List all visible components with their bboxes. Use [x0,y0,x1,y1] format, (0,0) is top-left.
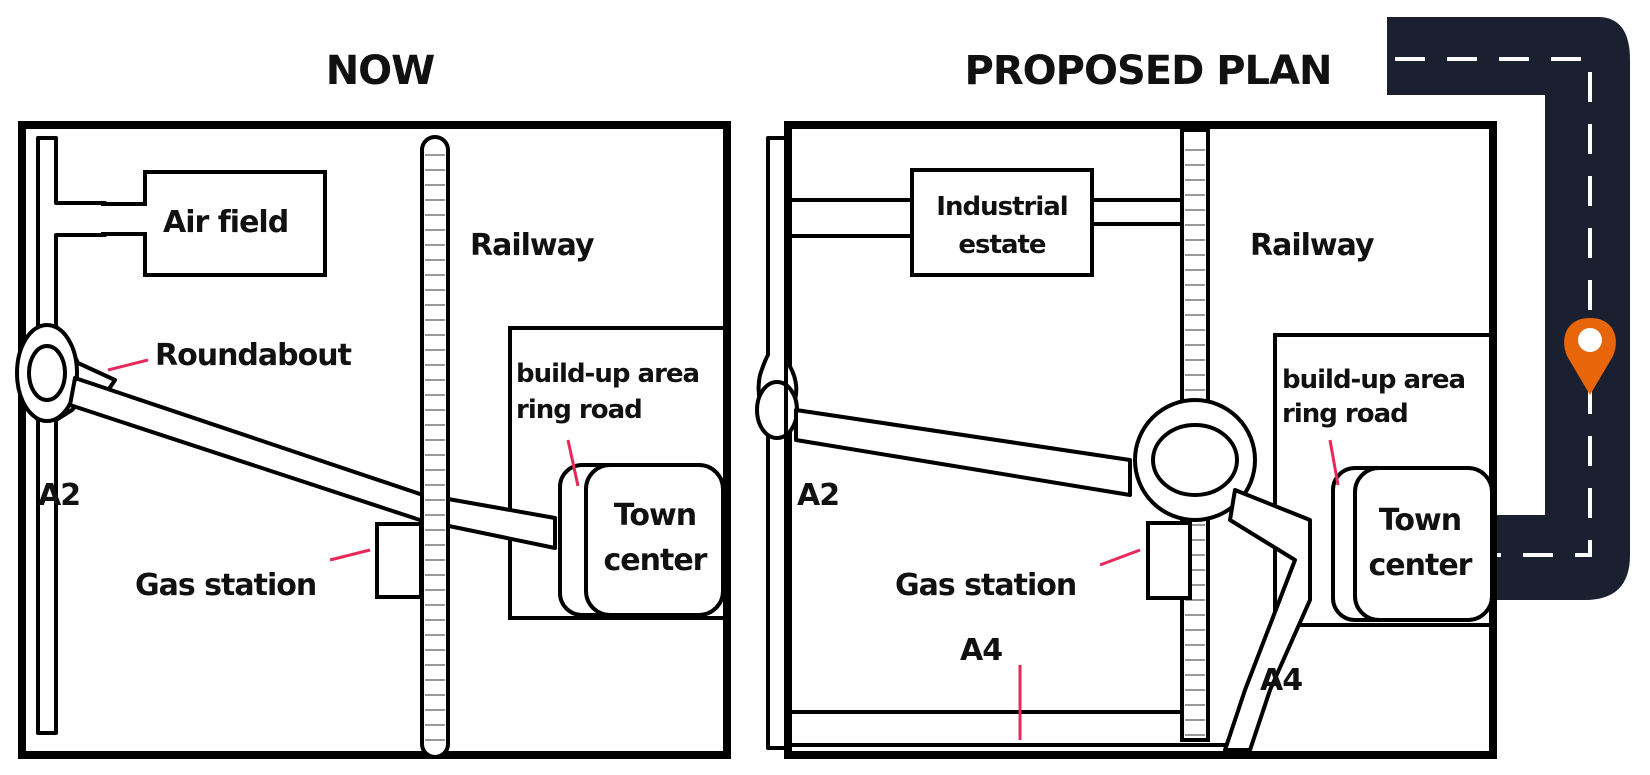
proposed-label-town-2: center [1369,548,1473,583]
proposed-gas-station [1146,521,1192,600]
proposed-label-town-1: Town [1379,503,1461,538]
now-railway-ties [425,154,445,741]
proposed-label-a4-left: A4 [960,633,1002,668]
decorative-road [1387,17,1630,600]
proposed-label-builtup-1: build-up area [1282,365,1465,395]
proposed-town-center [1353,466,1494,622]
now-town-center [584,463,725,617]
now-label-roundabout: Roundabout [155,338,352,373]
proposed-label-builtup-2: ring road [1282,399,1408,429]
now-label-gas-station: Gas station [135,568,316,603]
now-gas-station [375,522,423,599]
now-builtup-area [508,326,729,620]
now-map: Air field Railway Roundabout build-up ar… [15,121,731,759]
proposed-label-industrial-2: estate [958,230,1046,260]
now-railway [420,135,450,759]
proposed-title: PROPOSED PLAN [965,48,1332,94]
now-label-town-2: center [604,543,708,578]
location-pin-icon [1564,318,1616,395]
proposed-a2-left-road [756,136,799,750]
now-label-a2: A2 [38,478,80,513]
proposed-map: Industrial estate Railway build-up area … [755,121,1497,759]
proposed-label-a2: A2 [797,478,839,513]
now-label-railway: Railway [470,228,595,263]
proposed-industrial-estate [910,168,1094,277]
now-title: NOW [326,48,435,94]
now-label-builtup-1: build-up area [516,359,699,389]
proposed-roundabout-west [755,380,799,440]
proposed-label-a4-right: A4 [1260,663,1302,698]
proposed-builtup-area [1273,333,1494,627]
proposed-a4-road [1223,488,1312,752]
now-label-builtup-2: ring road [516,395,642,425]
proposed-label-railway: Railway [1250,228,1375,263]
proposed-main-road [794,408,1132,497]
now-label-town-1: Town [614,498,696,533]
proposed-label-gas-station: Gas station [895,568,1076,603]
now-airfield [143,170,327,277]
now-label-airfield: Air field [163,205,288,240]
proposed-label-industrial-1: Industrial [936,192,1067,222]
